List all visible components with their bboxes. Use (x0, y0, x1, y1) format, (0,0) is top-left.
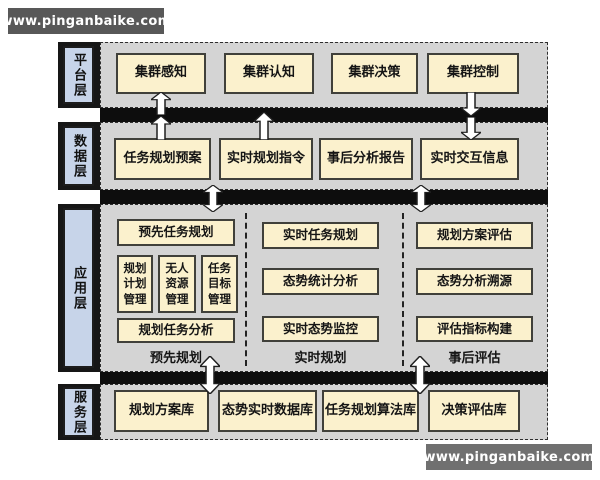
node-pre-mission-planning: 预先任务规划 (117, 219, 235, 246)
bus-bar-app-service (100, 372, 548, 384)
arrow-down-icon (461, 117, 481, 140)
node-mission-target-mgmt: 任务 目标 管理 (201, 255, 238, 313)
node-plan-schedule-mgmt: 规划 计划 管理 (117, 255, 153, 313)
arrow-double-vertical-icon (200, 356, 220, 394)
node-plan-scheme-library: 规划方案库 (114, 390, 209, 432)
node-situation-analysis-trace: 态势分析溯源 (416, 268, 533, 295)
platform-layer-label: 平台层 (63, 46, 94, 104)
node-plan-task-analysis: 规划任务分析 (117, 318, 235, 343)
caption-realtime-planning: 实时规划 (294, 351, 347, 366)
node-cluster-cognition: 集群认知 (224, 53, 314, 94)
node-realtime-mission-planning: 实时任务规划 (262, 222, 379, 249)
node-mission-planning-algorithm-library: 任务规划算法库 (322, 390, 419, 432)
node-realtime-plan-command: 实时规划指令 (219, 138, 313, 180)
node-situation-statistics: 态势统计分析 (262, 268, 379, 295)
caption-pre-planning: 预先规划 (149, 351, 202, 366)
node-cluster-sensing: 集群感知 (116, 53, 206, 94)
bus-bar-platform-data (100, 108, 548, 122)
bus-bar-data-app (100, 190, 548, 204)
arrow-double-vertical-icon (410, 356, 430, 394)
caption-post-evaluation: 事后评估 (448, 351, 501, 366)
node-post-analysis-report: 事后分析报告 (319, 138, 413, 180)
app-layer-label: 应用层 (63, 208, 94, 368)
node-realtime-interaction-info: 实时交互信息 (420, 138, 519, 180)
node-situation-realtime-database: 态势实时数据库 (218, 390, 317, 432)
app-column-separator-2 (402, 213, 404, 366)
node-plan-scheme-evaluation: 规划方案评估 (416, 222, 533, 249)
node-cluster-control: 集群控制 (427, 53, 519, 94)
data-layer-label: 数据层 (63, 126, 94, 186)
arrow-down-icon (461, 92, 481, 116)
service-layer-label: 服务层 (63, 387, 94, 437)
arrow-up-icon (151, 116, 171, 140)
node-decision-evaluation-library: 决策评估库 (428, 390, 520, 432)
node-evaluation-index-build: 评估指标构建 (416, 316, 533, 342)
arrow-double-vertical-icon (203, 185, 223, 212)
app-column-separator-1 (245, 213, 247, 366)
node-cluster-decision: 集群决策 (331, 53, 418, 94)
watermark-bottom-right: www.pinganbaike.com (424, 444, 594, 470)
arrow-up-icon (254, 112, 274, 140)
arrow-up-icon (151, 92, 171, 115)
node-mission-plan-precase: 任务规划预案 (114, 138, 211, 180)
node-realtime-situation-monitor: 实时态势监控 (262, 316, 379, 342)
watermark-top-left: www.pinganbaike.com (1, 8, 171, 34)
node-uav-resource-mgmt: 无人 资源 管理 (158, 255, 196, 313)
arrow-double-vertical-icon (411, 185, 431, 212)
